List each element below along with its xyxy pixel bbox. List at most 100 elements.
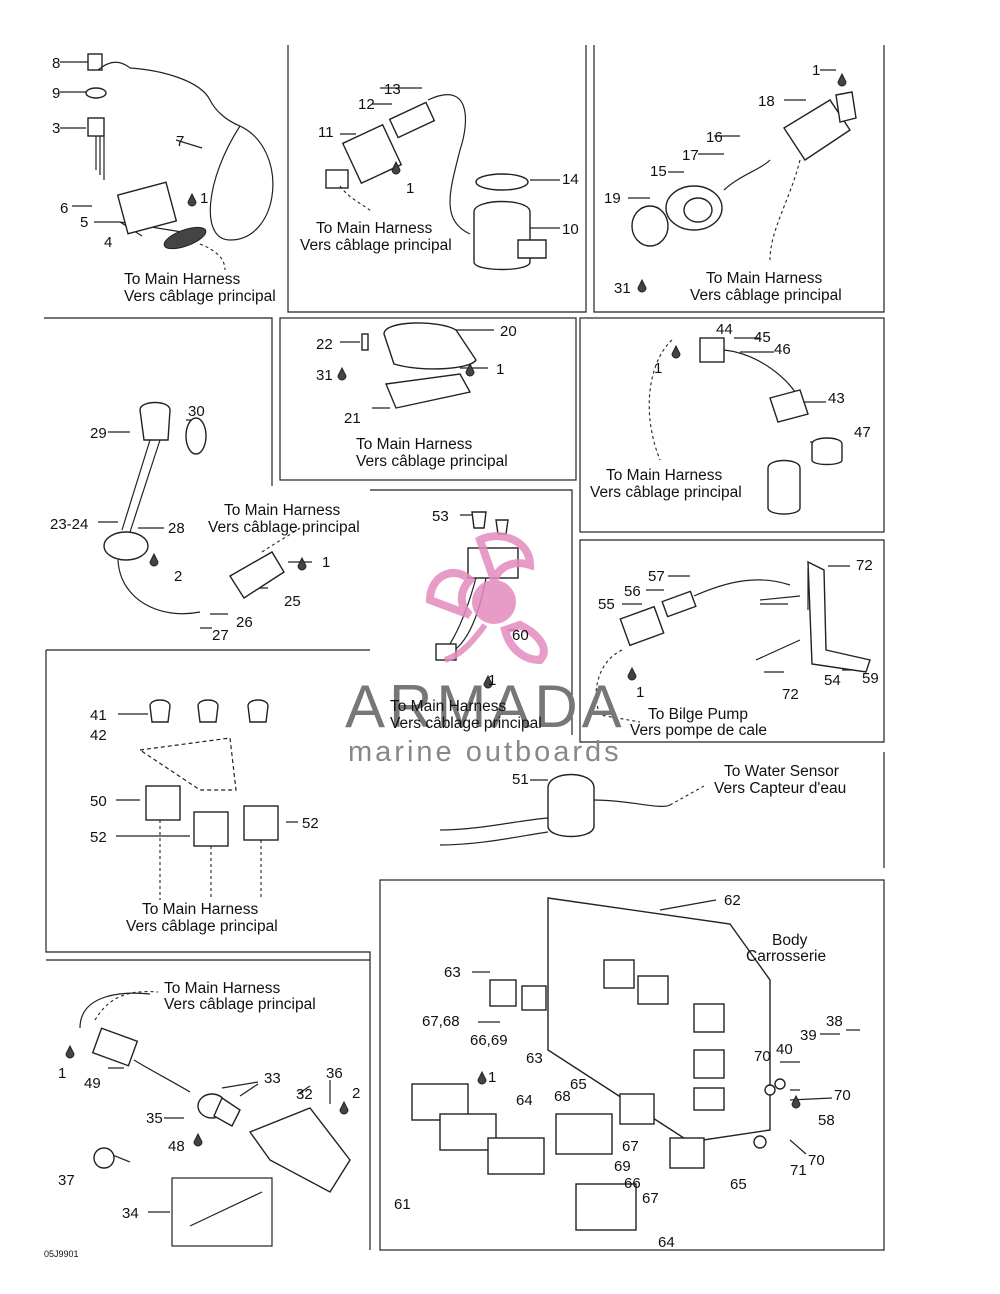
caption-to-main-harness-4: To Main Harness (356, 436, 473, 453)
callout-number: 1 (322, 554, 331, 571)
section-10-parts (439, 773, 705, 846)
callout-number: 31 (316, 367, 333, 384)
caption-vers-cablage-7: Vers câblage principal (390, 715, 542, 732)
watermark-tagline: marine outboards (348, 736, 622, 768)
caption-vers-cablage-2: Vers câblage principal (300, 237, 452, 254)
callout-number: 47 (854, 424, 871, 441)
callout-number: 42 (90, 727, 107, 744)
caption-to-main-harness-9: To Main Harness (164, 980, 281, 997)
callout-number: 62 (724, 892, 741, 909)
callout-number: 35 (146, 1110, 163, 1127)
callout-number: 56 (624, 583, 641, 600)
caption-vers-cablage-9: Vers câblage principal (164, 996, 316, 1013)
callout-number: 30 (188, 403, 205, 420)
callout-number: 72 (782, 686, 799, 703)
caption-vers-cablage-3: Vers câblage principal (690, 287, 842, 304)
callout-number: 6 (60, 200, 69, 217)
callout-number: 64 (516, 1092, 533, 1109)
callout-number: 1 (488, 672, 497, 689)
section-11-parts (411, 897, 860, 1231)
callout-number: 8 (52, 55, 61, 72)
caption-to-main-harness-5: To Main Harness (606, 467, 723, 484)
callout-number: 66,69 (470, 1032, 508, 1049)
callout-number: 38 (826, 1013, 843, 1030)
callout-number: 48 (168, 1138, 185, 1155)
callout-number: 7 (176, 133, 185, 150)
caption-to-main-harness-2: To Main Harness (316, 220, 433, 237)
callout-number: 34 (122, 1205, 139, 1222)
callout-number: 29 (90, 425, 107, 442)
callout-number: 4 (104, 234, 113, 251)
callout-number: 43 (828, 390, 845, 407)
caption-vers-cablage-1: Vers câblage principal (124, 288, 276, 305)
callout-number: 50 (90, 793, 107, 810)
callout-number: 10 (562, 221, 579, 238)
callout-number: 67 (622, 1138, 639, 1155)
section-6-parts (98, 401, 312, 629)
callout-number: 45 (754, 329, 771, 346)
caption-vers-cablage-6: Vers câblage principal (208, 519, 360, 536)
callout-number: 19 (604, 190, 621, 207)
callout-number: 72 (856, 557, 873, 574)
callout-number: 51 (512, 771, 529, 788)
callout-number: 18 (758, 93, 775, 110)
callout-number: 70 (754, 1048, 771, 1065)
callout-number: 40 (776, 1041, 793, 1058)
callout-number: 37 (58, 1172, 75, 1189)
callout-number: 1 (654, 360, 663, 377)
section-frames (44, 45, 885, 1251)
callout-number: 13 (384, 81, 401, 98)
callout-number: 23-24 (50, 516, 89, 533)
callout-number: 41 (90, 707, 107, 724)
callout-number: 15 (650, 163, 667, 180)
callout-number: 67,68 (422, 1013, 460, 1030)
callout-number: 64 (658, 1234, 675, 1251)
callout-number: 68 (554, 1088, 571, 1105)
section-2-parts (325, 87, 560, 271)
callout-number: 5 (80, 214, 89, 231)
callout-number: 36 (326, 1065, 343, 1082)
caption-vers-cablage-4: Vers câblage principal (356, 453, 508, 470)
section-3-parts (628, 69, 857, 293)
callout-number: 67 (642, 1190, 659, 1207)
caption-to-main-harness-1: To Main Harness (124, 271, 241, 288)
callout-number: 39 (800, 1027, 817, 1044)
callout-number: 55 (598, 596, 615, 613)
callout-number: 9 (52, 85, 61, 102)
callout-number: 54 (824, 672, 841, 689)
callout-number: 46 (774, 341, 791, 358)
section-9-parts (116, 699, 298, 900)
callout-number: 1 (200, 190, 209, 207)
caption-to-bilge-pump: To Bilge Pump (648, 706, 748, 723)
callout-number: 2 (352, 1085, 361, 1102)
caption-to-water-sensor: To Water Sensor (724, 763, 839, 780)
section-12-parts (65, 991, 351, 1227)
callout-number: 22 (316, 336, 333, 353)
callout-number: 1 (812, 62, 821, 79)
callout-number: 70 (808, 1152, 825, 1169)
caption-to-main-harness-7: To Main Harness (390, 698, 507, 715)
callout-number: 1 (636, 684, 645, 701)
watermark-brand: ARMADA (345, 673, 626, 740)
callout-number: 32 (296, 1086, 313, 1103)
callout-number: 63 (526, 1050, 543, 1067)
callout-number: 20 (500, 323, 517, 340)
callout-number: 16 (706, 129, 723, 146)
callout-number: 1 (58, 1065, 67, 1082)
section-1-parts (60, 53, 274, 271)
caption-to-main-harness-6: To Main Harness (224, 502, 341, 519)
caption-carrosserie: Carrosserie (746, 948, 827, 965)
watermark-logo (425, 532, 548, 665)
callout-number: 1 (406, 180, 415, 197)
callout-number: 31 (614, 280, 631, 297)
callout-number: 17 (682, 147, 699, 164)
callout-number: 33 (264, 1070, 281, 1087)
callout-number: 65 (730, 1176, 747, 1193)
callout-number: 61 (394, 1196, 411, 1213)
caption-vers-capteur: Vers Capteur d'eau (714, 780, 847, 797)
callout-number: 14 (562, 171, 579, 188)
caption-to-main-harness-3: To Main Harness (706, 270, 823, 287)
callout-number: 12 (358, 96, 375, 113)
callout-number: 69 (614, 1158, 631, 1175)
section-8-parts (595, 560, 871, 723)
